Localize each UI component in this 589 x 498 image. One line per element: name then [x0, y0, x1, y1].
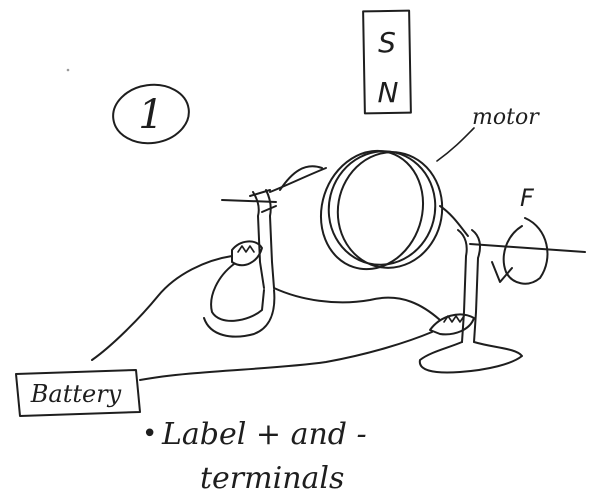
handwritten-note: • Label + and - terminals: [142, 417, 367, 496]
battery-label: Battery: [30, 380, 122, 408]
right-axle-support: [420, 230, 585, 373]
svg-text:motor: motor: [472, 105, 540, 130]
circuit-wires: [92, 168, 440, 380]
note-bullet: •: [142, 419, 157, 449]
magnet-south-pole: S: [378, 26, 396, 59]
figure-number: 1: [138, 92, 163, 138]
battery: Battery: [16, 370, 140, 416]
magnet-north-pole: N: [378, 76, 399, 109]
figure-number-marker: 1: [109, 80, 192, 148]
force-indicator: F: [492, 184, 547, 284]
rotation-arrow-icon: [504, 218, 548, 284]
motor-pointer-line: [437, 128, 474, 161]
pencil-mark: [67, 69, 70, 72]
note-line-2: terminals: [200, 461, 344, 496]
motor-label: motor: [437, 105, 540, 161]
left-axle-support: [222, 190, 276, 288]
force-label: F: [520, 184, 535, 212]
note-line-1: Label + and -: [161, 417, 367, 452]
bar-magnet: S N: [363, 11, 411, 114]
